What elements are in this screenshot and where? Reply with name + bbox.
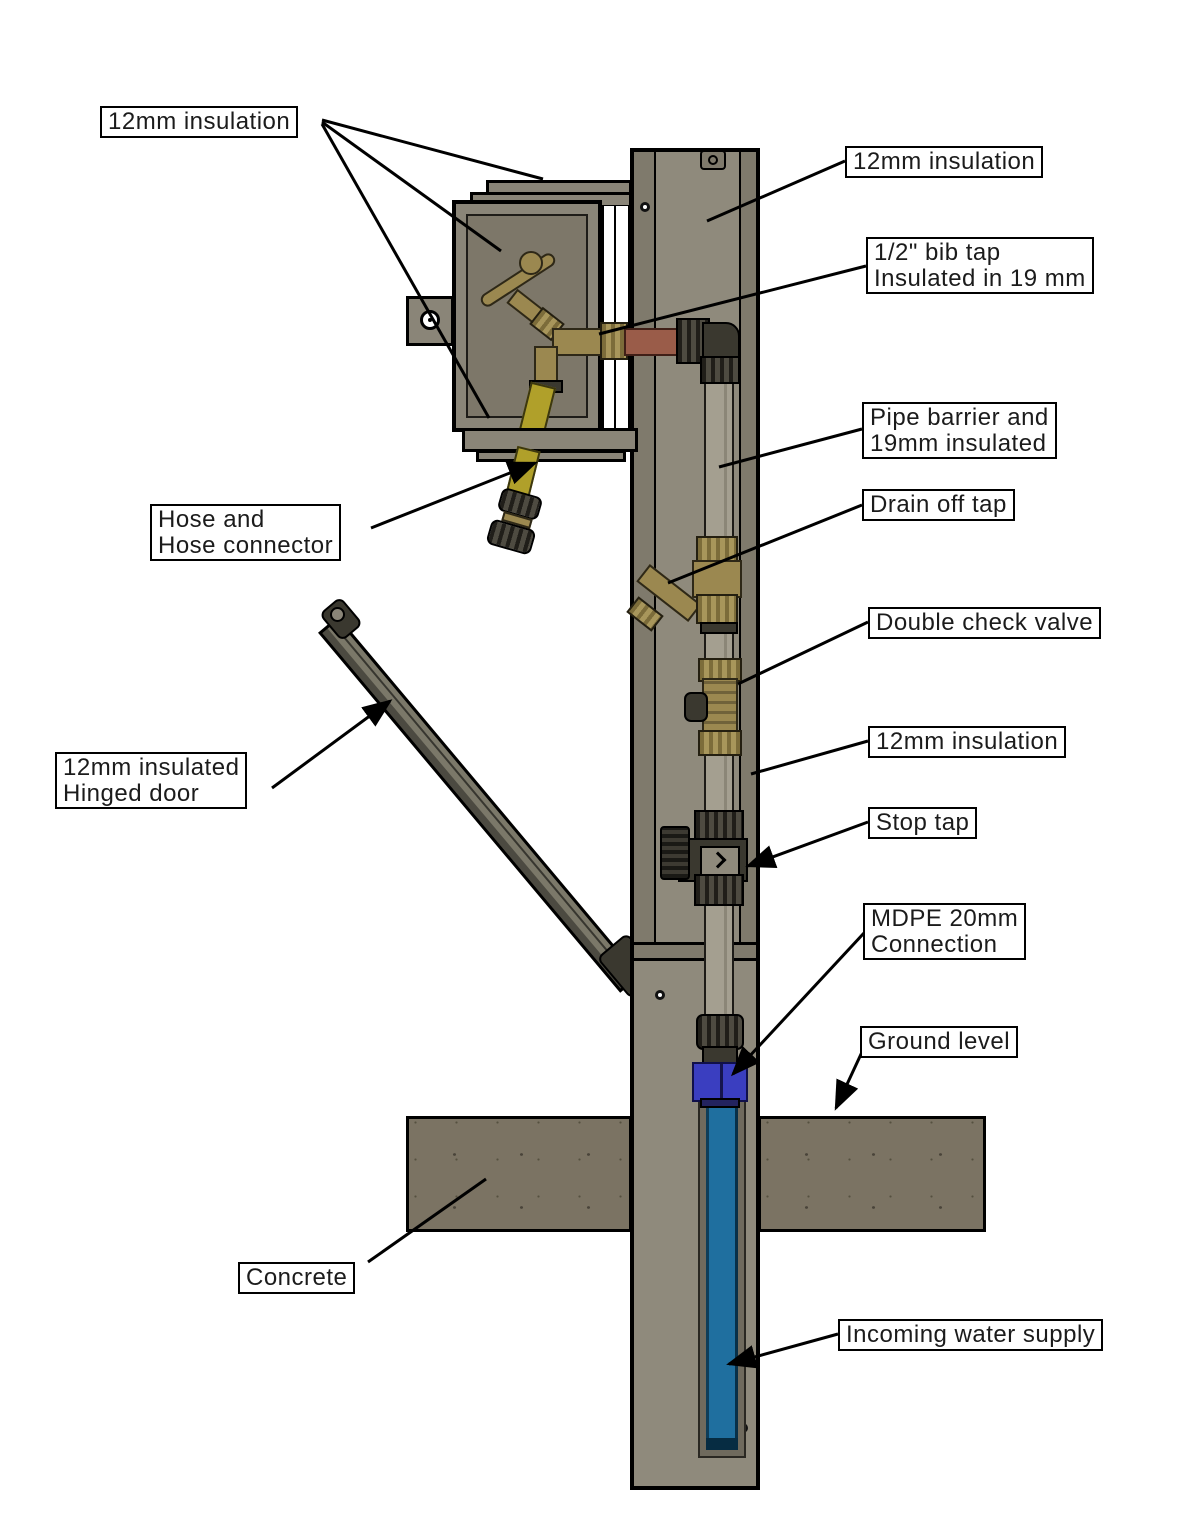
label-text: Drain off tap: [870, 491, 1007, 518]
water-pipe-end: [706, 1438, 738, 1450]
incoming-water-pipe: [706, 1096, 738, 1446]
label-text: Stop tap: [876, 809, 970, 836]
stop-tap-bottom-nut: [694, 874, 744, 906]
label-text: Ground level: [868, 1028, 1011, 1055]
leader-insulation-mid: [750, 739, 869, 776]
label-text: 1/2" bib tap: [874, 239, 1001, 266]
leader-drain-off-tap: [667, 503, 863, 585]
label-mdpe: MDPE 20mm Connection: [863, 903, 1027, 961]
drain-tap-ring: [700, 622, 738, 634]
screw-hole-1: [640, 202, 650, 212]
leader-double-check-valve: [737, 620, 869, 686]
label-text: MDPE 20mm: [871, 905, 1019, 932]
leader-insulation-tl-3: [320, 123, 491, 419]
leader-stop-tap: [745, 820, 869, 868]
label-incoming-water: Incoming water supply: [838, 1319, 1104, 1351]
label-bib-tap: 1/2" bib tap Insulated in 19 mm: [866, 237, 1094, 295]
label-text: 12mm insulation: [108, 108, 291, 135]
drain-tap-top-nut: [696, 536, 738, 564]
label-insulation-mid: 12mm insulation: [868, 726, 1067, 758]
label-insulation-top-left: 12mm insulation: [100, 106, 299, 138]
label-pipe-barrier: Pipe barrier and 19mm insulated: [862, 402, 1057, 460]
concrete-slab-left: [406, 1116, 632, 1232]
check-valve-screw-head: [684, 692, 708, 722]
label-text: Hose connector: [158, 531, 334, 559]
label-text: 12mm insulation: [853, 148, 1036, 175]
leader-hinged-door: [271, 699, 393, 790]
label-drain-off-tap: Drain off tap: [862, 489, 1015, 521]
leader-insulation-tl-1: [321, 118, 544, 181]
label-ground-level: Ground level: [860, 1026, 1019, 1058]
leader-insulation-tl-2: [321, 120, 502, 253]
label-text: Insulated in 19 mm: [874, 264, 1086, 292]
mounting-bracket: [406, 296, 454, 346]
label-text: Connection: [871, 930, 998, 958]
stop-tap-handle: [660, 826, 690, 880]
leader-ground-level: [834, 1051, 864, 1111]
label-text: Incoming water supply: [846, 1321, 1096, 1348]
label-text: Concrete: [246, 1264, 348, 1291]
leader-hose: [370, 461, 538, 530]
label-hose: Hose and Hose connector: [150, 504, 342, 562]
door-knob-cap: [330, 607, 345, 622]
top-screw-plate: [700, 150, 726, 170]
leader-mdpe: [730, 931, 866, 1077]
leader-concrete: [367, 1177, 487, 1264]
label-text: Double check valve: [876, 609, 1094, 636]
label-text: Hinged door: [63, 779, 200, 807]
label-stop-tap: Stop tap: [868, 807, 978, 839]
check-valve-bottom-nut: [698, 730, 742, 756]
mdpe-connector-base: [700, 1098, 740, 1108]
label-text: 19mm insulated: [870, 429, 1047, 457]
post-joint-upper: [634, 942, 756, 945]
concrete-slab-right: [758, 1116, 986, 1232]
drain-tap-bottom-nut: [696, 594, 738, 624]
elbow-lower-nut: [700, 356, 740, 384]
leader-incoming-water: [726, 1332, 839, 1369]
leader-insulation-tr: [706, 159, 846, 223]
label-text: Pipe barrier and: [870, 404, 1049, 431]
leader-bib-tap: [598, 264, 867, 336]
post-joint-lower: [634, 958, 756, 961]
label-text: 12mm insulation: [876, 728, 1059, 755]
post-right-strip: [739, 152, 756, 944]
label-hinged-door: 12mm insulated Hinged door: [55, 752, 248, 810]
label-text: 12mm insulated: [63, 754, 240, 781]
label-concrete: Concrete: [238, 1262, 356, 1294]
label-double-check-valve: Double check valve: [868, 607, 1102, 639]
label-text: Hose and: [158, 506, 265, 533]
enclosure-open-side: [602, 206, 630, 428]
screw-hole-2: [655, 990, 665, 1000]
mdpe-coupler-nut: [696, 1014, 744, 1050]
leader-pipe-barrier: [718, 427, 863, 469]
bib-tap-body: [552, 328, 604, 356]
label-insulation-top-right: 12mm insulation: [845, 146, 1044, 178]
tap-handle-ball: [519, 251, 543, 275]
